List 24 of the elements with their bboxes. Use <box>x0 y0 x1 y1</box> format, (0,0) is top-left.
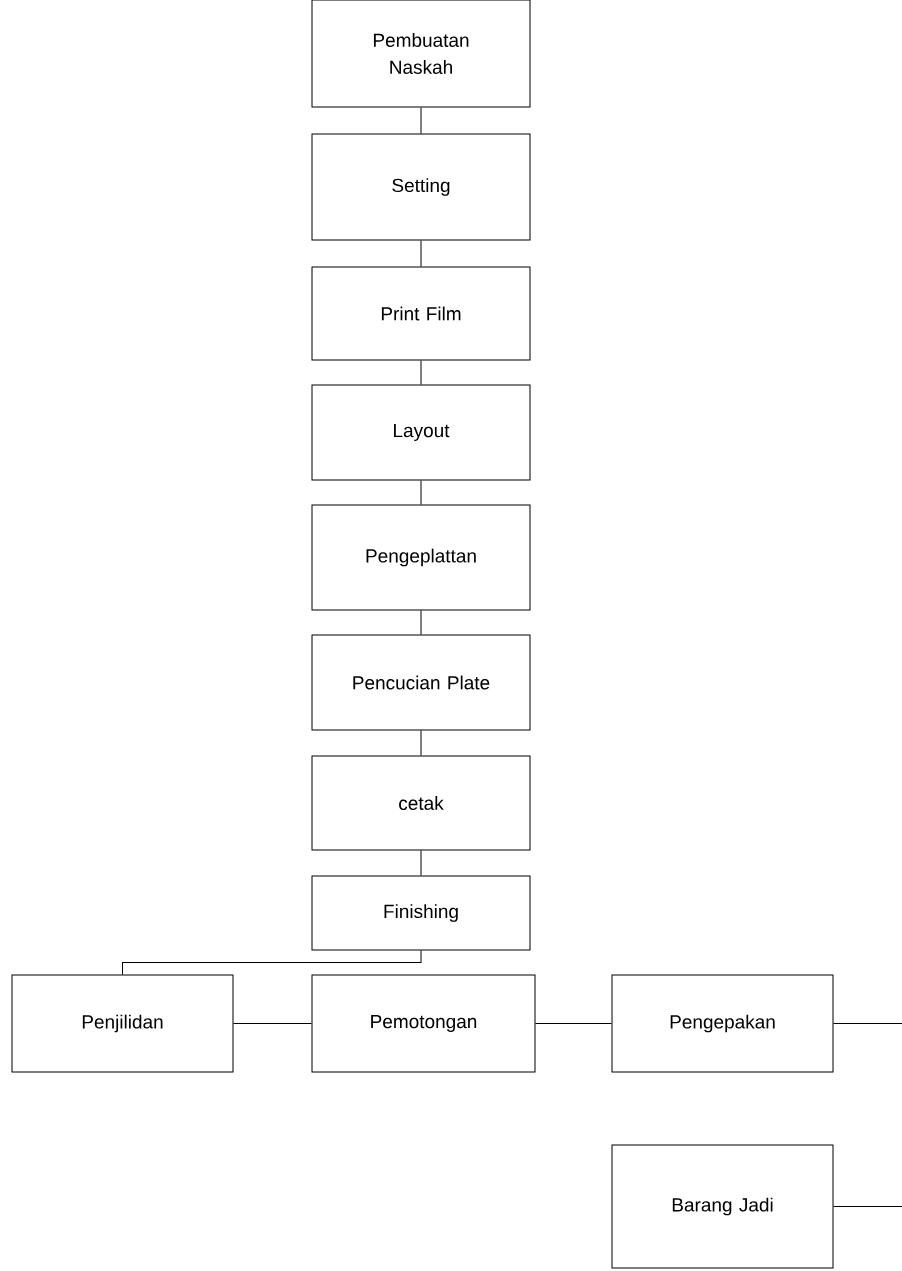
connector-line <box>420 610 422 635</box>
connector-line <box>420 107 422 134</box>
process-box: Pengepakan <box>611 974 834 1073</box>
process-box: Barang Jadi <box>611 1144 834 1269</box>
connector-line <box>122 950 422 975</box>
connector-line <box>420 480 422 505</box>
process-box: Layout <box>311 384 531 481</box>
process-box: Pemotongan <box>311 974 536 1073</box>
process-box: Setting <box>311 133 531 241</box>
process-box: Pembuatan Naskah <box>311 0 531 108</box>
connector-line <box>535 1023 612 1024</box>
process-box: Pengeplattan <box>311 504 531 611</box>
connector-line <box>420 360 422 385</box>
process-box: Penjilidan <box>11 974 234 1073</box>
process-box: cetak <box>311 755 531 851</box>
connector-line <box>833 1023 902 1024</box>
connector-line <box>233 1023 312 1024</box>
process-box: Finishing <box>311 875 531 951</box>
connector-line <box>420 240 422 267</box>
process-box: Print Film <box>311 266 531 361</box>
connector-line <box>420 730 422 756</box>
process-box: Pencucian Plate <box>311 634 531 731</box>
connector-line <box>833 1206 902 1207</box>
connector-line <box>420 850 422 876</box>
